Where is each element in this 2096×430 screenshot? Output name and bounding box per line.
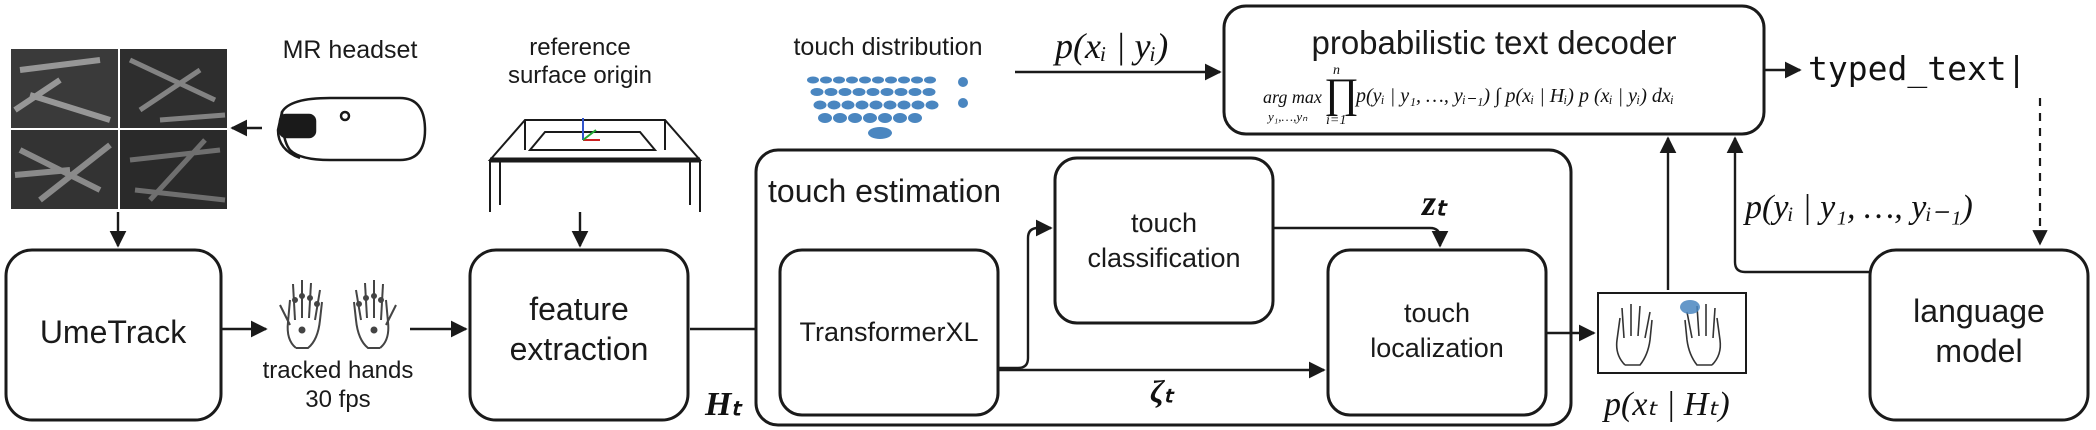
language-model-box [1868,248,2090,422]
touch-distribution-dots [807,76,968,139]
touch-dot [878,113,892,123]
mr-headset-label: MR headset [283,36,418,64]
tracked-hands-label: tracked hands [263,357,414,384]
touch-dot [833,76,845,84]
classification-box [1053,156,1275,325]
touch-dot [868,127,892,139]
tracked-hands-fps: 30 fps [305,386,370,413]
touch-dot [908,88,922,96]
touch-dot [883,100,897,110]
touch-dot [872,76,884,84]
touch-dot [852,88,866,96]
p-xt-Ht-label: p(xₜ | Hₜ) [1602,386,1730,423]
typed-text-output: typed_text| [1808,49,2027,89]
argmax-text: arg max [1263,87,1322,107]
touch-dot [911,76,923,84]
touch-dot [958,98,968,108]
classification-to-localization-arrow [1273,226,1449,248]
transformer-box [778,248,1000,417]
formula-body: p(yᵢ | y₁, …, yᵢ₋₁) ∫ p(xᵢ | Hᵢ) p (xᵢ |… [1354,85,1674,108]
touch-dot [838,88,852,96]
touch-dot [924,76,936,84]
touch-dot [841,100,855,110]
touch-dot [820,76,832,84]
touch-dot [897,100,911,110]
touch-estimation-label: touch estimation [768,173,1001,209]
touch-distribution-label: touch distribution [793,33,982,61]
touch-dot [869,100,883,110]
product-sign: ∏ [1324,71,1359,117]
touch-dot [898,76,910,84]
localization-label-2: localization [1370,333,1504,363]
touch-dot [824,88,838,96]
touch-output-image [1597,292,1747,374]
localization-label-1: touch [1404,298,1470,328]
product-bottom: i=1 [1326,113,1346,128]
touch-dot [925,100,939,110]
H-t-label: Hₜ [704,386,743,423]
touch-dot [827,100,841,110]
touch-dot [908,113,922,123]
umetrack-label: UmeTrack [40,314,187,350]
extraction-label: extraction [510,331,649,367]
touch-dot [807,76,819,84]
argmax-sub: y₁,…,yₙ [1266,109,1308,124]
umetrack-box [4,248,223,422]
model-label: model [1935,333,2022,369]
transformer-label: TransformerXL [799,317,978,347]
touch-dot [846,76,858,84]
feature-extraction-box [468,248,690,422]
touch-dot [885,76,897,84]
p-xi-yi-label: p(xᵢ | yᵢ) [1052,26,1168,66]
touch-point-icon [1680,300,1700,314]
transformer-to-classification-arrow [998,219,1053,370]
reference-label: reference [529,34,630,61]
touch-dot [893,113,907,123]
p-lm-label: p(yᵢ | y₁, …, yᵢ₋₁) [1743,189,1973,226]
product-top: n [1333,63,1340,78]
camera-images [9,47,229,211]
touch-dot [810,88,824,96]
mr-headset-icon [276,96,427,162]
touch-dot [855,100,869,110]
classification-label-1: touch [1131,208,1197,238]
touch-dot [922,88,936,96]
feature-label: feature [529,291,629,327]
classification-label-2: classification [1087,243,1240,273]
touch-dot [813,100,827,110]
touch-dot [958,77,968,87]
touch-dot [818,113,832,123]
touch-dot [833,113,847,123]
table-icon [487,119,703,212]
zeta-t-label: ζₜ [1150,373,1175,409]
touch-dot [848,113,862,123]
axes-icon [582,118,600,141]
touch-dot [863,113,877,123]
language-label: language [1913,293,2045,329]
z-t-label: zₜ [1420,183,1448,223]
surface-origin-label: surface origin [508,62,652,89]
decoder-title: probabilistic text decoder [1311,24,1676,61]
language-model-to-decoder-arrow [1726,136,1870,274]
touch-dot [894,88,908,96]
tracked-hands-icon [279,280,397,349]
touch-dot [866,88,880,96]
touch-dot [859,76,871,84]
touch-dot [880,88,894,96]
touch-dot [911,100,925,110]
decoder-formula: arg max y₁,…,yₙ ∏ n i=1 p(yᵢ | y₁, …, yᵢ… [1263,63,1674,128]
